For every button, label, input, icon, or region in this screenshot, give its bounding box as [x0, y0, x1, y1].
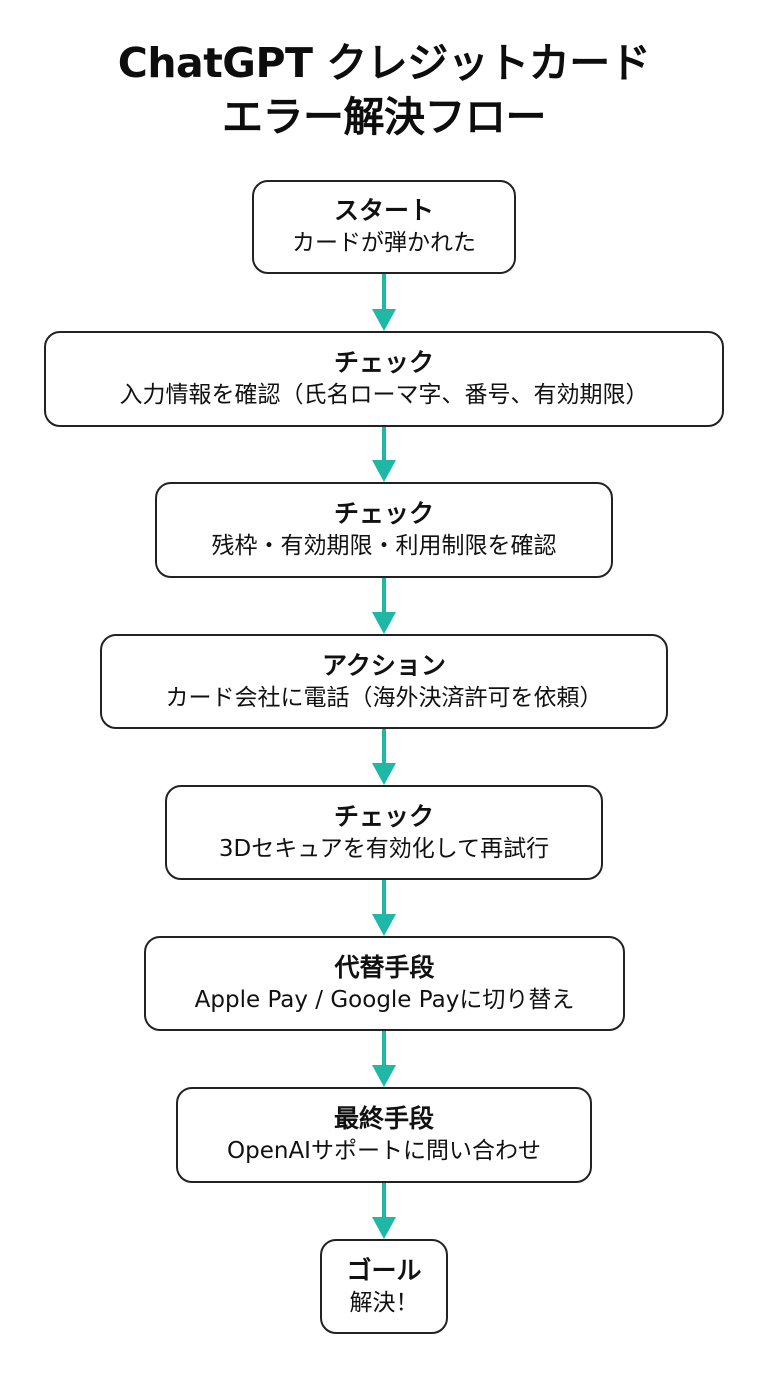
arrow-shaft — [382, 729, 386, 768]
node-heading: アクション — [322, 650, 446, 680]
node-check-limits: チェック 残枠・有効期限・利用制限を確認 — [155, 482, 613, 578]
node-heading: チェック — [333, 348, 434, 377]
node-heading: ゴール — [346, 1255, 422, 1285]
arrow-head-icon — [372, 763, 396, 785]
node-text: 入力情報を確認（氏名ローマ字、番号、有効期限） — [119, 382, 649, 408]
arrow-head-icon — [372, 1217, 396, 1239]
node-text: カードが弾かれた — [292, 230, 476, 256]
node-text: 残枠・有効期限・利用制限を確認 — [211, 533, 557, 559]
arrow-shaft — [382, 427, 386, 465]
arrow-shaft — [382, 578, 386, 617]
diagram-title: ChatGPT クレジットカード エラー解決フロー — [0, 36, 768, 144]
arrow-head-icon — [372, 1065, 396, 1087]
node-heading: 代替手段 — [334, 952, 435, 982]
node-heading: 最終手段 — [333, 1104, 434, 1133]
node-text: Apple Pay / Google Payに切り替え — [194, 986, 575, 1013]
node-alternative-payment: 代替手段 Apple Pay / Google Payに切り替え — [144, 936, 625, 1031]
arrow-head-icon — [372, 309, 396, 331]
arrow-head-icon — [372, 914, 396, 936]
arrow-shaft — [382, 880, 386, 919]
node-text: カード会社に電話（海外決済許可を依頼） — [165, 684, 603, 711]
flow-arrow — [372, 729, 396, 785]
node-action-call: アクション カード会社に電話（海外決済許可を依頼） — [100, 634, 668, 729]
node-check-3dsecure: チェック 3Dセキュアを有効化して再試行 — [165, 785, 603, 880]
flow-arrow — [372, 274, 396, 331]
arrow-head-icon — [372, 460, 396, 482]
arrow-shaft — [382, 1031, 386, 1070]
title-line-2: エラー解決フロー — [222, 93, 547, 141]
node-contact-support: 最終手段 OpenAIサポートに問い合わせ — [176, 1087, 592, 1183]
title-line-1: ChatGPT クレジットカード — [117, 39, 651, 87]
arrow-shaft — [382, 274, 386, 314]
flow-arrow — [372, 1183, 396, 1239]
flow-arrow — [372, 427, 396, 482]
node-heading: チェック — [333, 801, 434, 831]
flow-arrow — [372, 1031, 396, 1087]
node-goal: ゴール 解決！ — [320, 1239, 448, 1334]
node-check-input: チェック 入力情報を確認（氏名ローマ字、番号、有効期限） — [44, 331, 724, 427]
node-text: 解決！ — [349, 1289, 419, 1316]
arrow-shaft — [382, 1183, 386, 1222]
node-start: スタート カードが弾かれた — [252, 180, 516, 274]
flow-arrow — [372, 880, 396, 936]
node-heading: スタート — [333, 196, 434, 225]
node-heading: チェック — [333, 499, 434, 528]
flow-arrow — [372, 578, 396, 634]
node-text: 3Dセキュアを有効化して再試行 — [218, 835, 550, 862]
node-text: OpenAIサポートに問い合わせ — [227, 1138, 541, 1164]
arrow-head-icon — [372, 612, 396, 634]
